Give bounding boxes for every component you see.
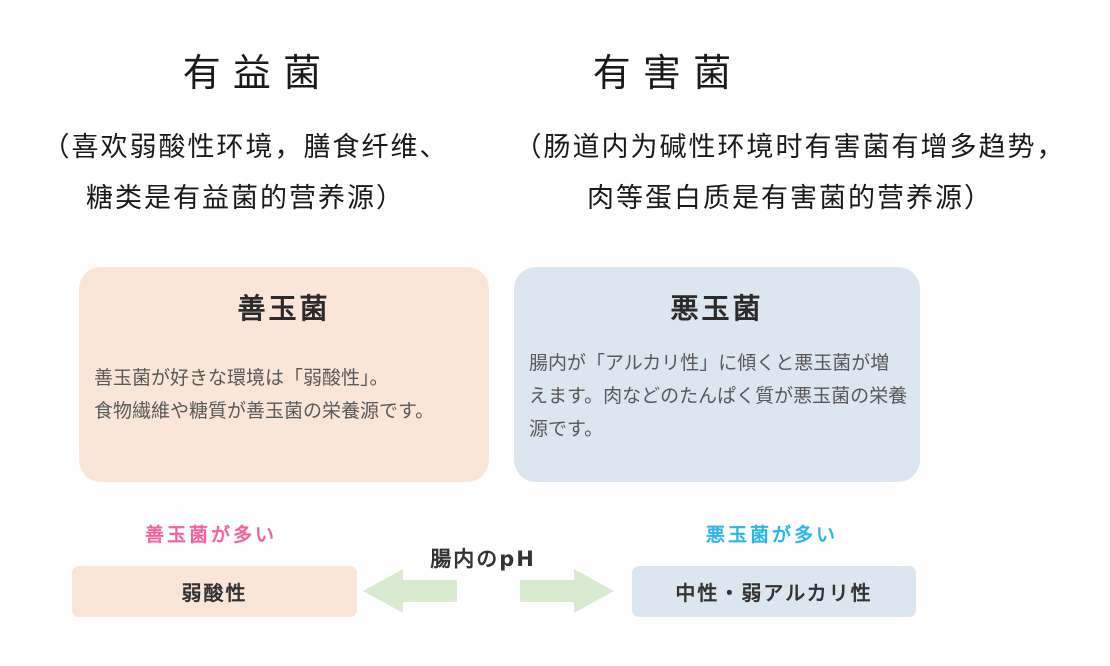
good-dominant-label: 善玉菌が多い <box>144 524 278 546</box>
good-bacteria-body-line1: 善玉菌が好きな環境は「弱酸性」。 <box>94 367 389 389</box>
arrow-left-icon <box>363 569 457 613</box>
good-bacteria-card-title: 善玉菌 <box>237 292 331 325</box>
bad-bacteria-card-body: 腸内が「アルカリ性」に傾くと悪玉菌が増えます。肉などのたんぱく質が悪玉菌の栄養源… <box>529 352 908 440</box>
good-bacteria-card-body: 善玉菌が好きな環境は「弱酸性」。 食物繊維や糖質が善玉菌の栄養源です。 <box>94 362 477 428</box>
harmful-description-line2: 肉等蛋白质是有害菌的营养源） <box>587 183 993 214</box>
bad-dominant-label: 悪玉菌が多い <box>705 524 839 546</box>
weak-acidic-box: 弱酸性 <box>72 566 357 617</box>
harmful-description-line1: （肠道内为碱性环境时有害菌有增多趋势， <box>514 132 1066 163</box>
bad-bacteria-card: 悪玉菌 腸内が「アルカリ性」に傾くと悪玉菌が増えます。肉などのたんぱく質が悪玉菌… <box>514 267 920 482</box>
gut-ph-axis-label: 腸内のpH <box>430 547 536 571</box>
harmful-bacteria-description: （肠道内为碱性环境时有害菌有增多趋势， 肉等蛋白质是有害菌的营养源） <box>500 122 1080 224</box>
good-bacteria-body-line2: 食物繊維や糖質が善玉菌の栄養源です。 <box>94 400 435 422</box>
beneficial-description-line1: （喜欢弱酸性环境，膳食纤维、 <box>42 132 449 163</box>
beneficial-description-line2: 糖类是有益菌的营养源） <box>86 183 405 214</box>
arrow-right-icon <box>520 569 614 613</box>
good-bacteria-card: 善玉菌 善玉菌が好きな環境は「弱酸性」。 食物繊維や糖質が善玉菌の栄養源です。 <box>79 267 489 482</box>
beneficial-bacteria-description: （喜欢弱酸性环境，膳食纤维、 糖类是有益菌的营养源） <box>23 122 468 224</box>
bad-bacteria-card-title: 悪玉菌 <box>670 292 764 325</box>
neutral-alkaline-box: 中性・弱アルカリ性 <box>632 566 916 617</box>
harmful-bacteria-heading: 有害菌 <box>592 51 744 95</box>
beneficial-bacteria-heading: 有益菌 <box>182 51 334 95</box>
